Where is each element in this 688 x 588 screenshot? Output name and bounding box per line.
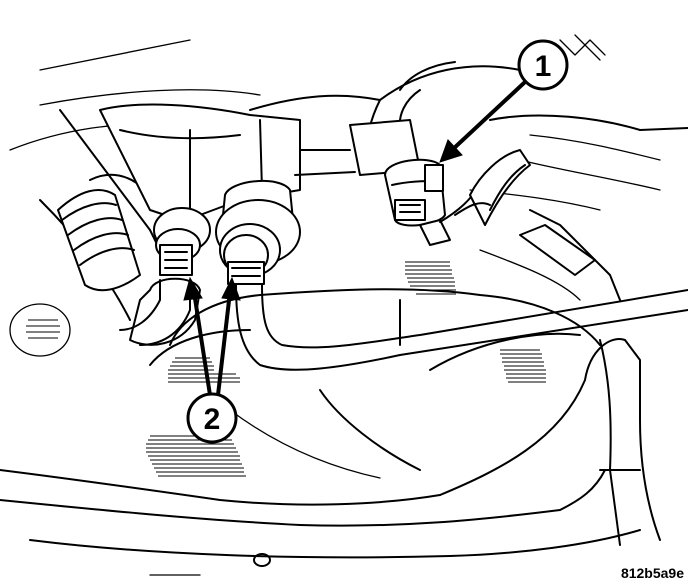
figure-id: 812b5a9e <box>621 565 684 581</box>
pressure-switch-connector <box>384 149 531 246</box>
grille-right-center <box>500 349 546 383</box>
callout-2-label: 2 <box>204 403 221 436</box>
left-line-fitting <box>119 207 211 346</box>
grille-lower-left <box>146 435 246 477</box>
left-vent-grille <box>9 303 71 357</box>
callout-2: 2 <box>183 276 241 444</box>
center-shroud <box>149 288 601 479</box>
callout-1: 1 <box>439 39 569 163</box>
background-structure <box>9 34 688 301</box>
callout-1-label: 1 <box>535 50 552 83</box>
right-line-fitting <box>215 179 301 285</box>
left-hose <box>39 109 166 321</box>
grille-upper-center <box>405 261 456 295</box>
lower-body-outline <box>0 338 661 576</box>
refrigerant-pipe <box>235 284 688 371</box>
